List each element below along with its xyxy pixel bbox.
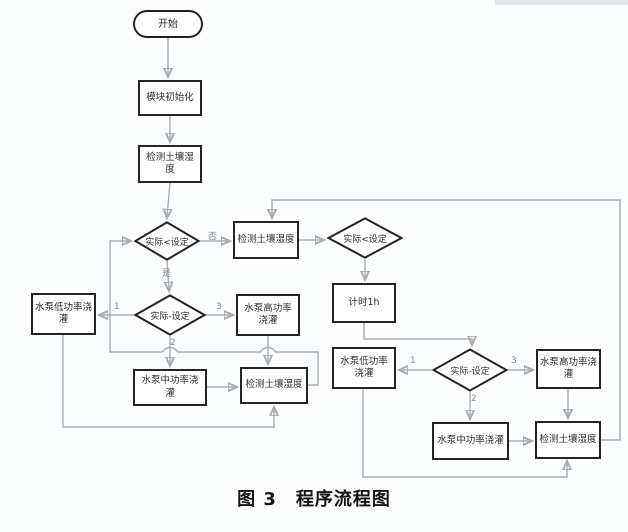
pump-high-power-label-2: 水泵高功率浇灌 <box>540 356 598 380</box>
pump-low-power-node-2: 水泵低功率浇灌 <box>332 347 396 389</box>
timer-1h-label: 计时1h <box>348 296 380 308</box>
pump-mid-power-label-1: 水泵中功率浇灌 <box>141 375 199 399</box>
pump-high-power-node-2: 水泵高功率浇灌 <box>536 349 601 389</box>
edge-label-no: 否 <box>208 232 218 242</box>
decision-actual-lt-set-1-label: 实际<设定 <box>145 237 189 248</box>
page-edge-strip <box>495 0 628 5</box>
edge-label-right-2: 2 <box>471 394 477 404</box>
edge-label-yes: 是 <box>162 269 172 279</box>
module-init-label: 模块初始化 <box>146 91 194 103</box>
check-soil-moisture-label-1: 检测土壤湿度 <box>146 151 194 175</box>
decision-actual-minus-set-2: 实际-设定 <box>432 348 508 392</box>
check-soil-moisture-node-3: 检测土壤湿度 <box>240 367 308 404</box>
edge-label-mid-2: 2 <box>170 338 176 348</box>
check-soil-moisture-node-1: 检测土壤湿度 <box>138 145 202 183</box>
edge-label-right-1: 1 <box>410 356 416 366</box>
pump-low-power-node-1: 水泵低功率浇灌 <box>31 293 96 335</box>
pump-low-power-label-1: 水泵低功率浇灌 <box>35 301 93 325</box>
decision-actual-lt-set-2-label: 实际<设定 <box>343 234 387 245</box>
pump-mid-power-label-2: 水泵中功率浇灌 <box>437 434 504 446</box>
edge-label-mid-3: 3 <box>216 302 222 312</box>
decision-actual-minus-set-1: 实际-设定 <box>134 294 206 336</box>
start-node: 开始 <box>133 10 203 38</box>
module-init-node: 模块初始化 <box>138 80 202 116</box>
decision-actual-lt-set-1: 实际<设定 <box>134 221 200 261</box>
figure-caption: 图 3 程序流程图 <box>237 489 391 510</box>
pump-high-power-label-1: 水泵高功率浇灌 <box>244 302 292 326</box>
check-soil-moisture-label-2: 检测土壤湿度 <box>237 233 295 245</box>
pump-mid-power-node-2: 水泵中功率浇灌 <box>432 422 509 460</box>
edge-label-right-3: 3 <box>511 356 517 366</box>
check-soil-moisture-label-3: 检测土壤湿度 <box>245 379 303 391</box>
timer-1h-node: 计时1h <box>332 283 396 323</box>
pump-high-power-node-1: 水泵高功率浇灌 <box>236 294 300 336</box>
decision-actual-minus-set-1-label: 实际-设定 <box>150 311 190 322</box>
edge-label-mid-1: 1 <box>114 302 120 312</box>
start-label: 开始 <box>158 18 178 30</box>
decision-actual-lt-set-2: 实际<设定 <box>327 217 403 259</box>
check-soil-moisture-label-4: 检测土壤湿度 <box>539 433 597 445</box>
check-soil-moisture-node-2: 检测土壤湿度 <box>233 221 299 259</box>
pump-mid-power-node-1: 水泵中功率浇灌 <box>133 369 207 406</box>
decision-actual-minus-set-2-label: 实际-设定 <box>450 366 490 377</box>
pump-low-power-label-2: 水泵低功率浇灌 <box>340 355 388 379</box>
check-soil-moisture-node-4: 检测土壤湿度 <box>535 421 601 459</box>
